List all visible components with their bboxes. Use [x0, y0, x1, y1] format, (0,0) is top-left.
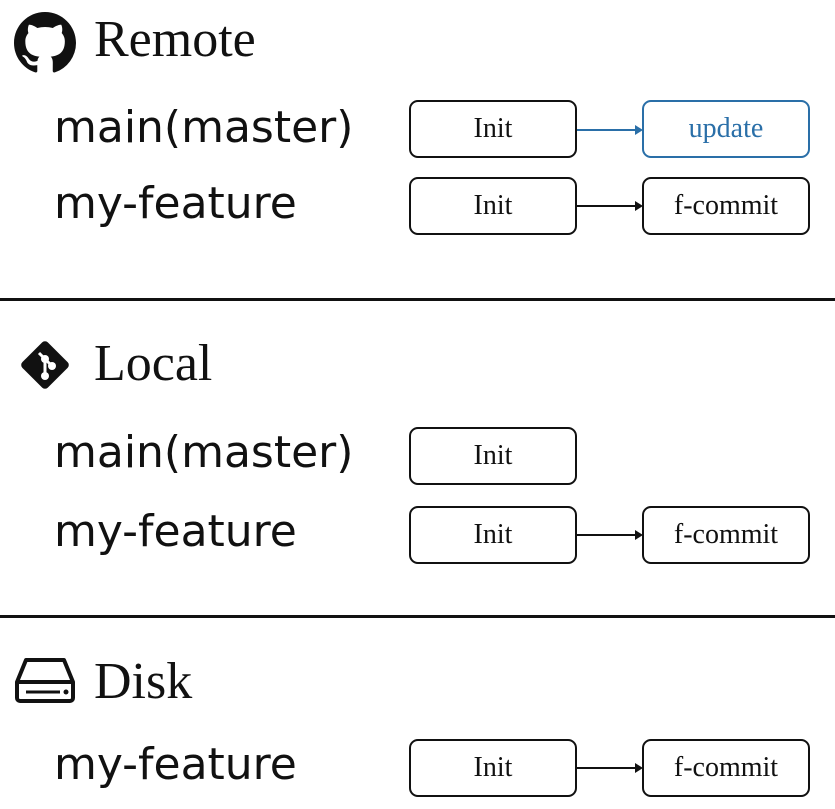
remote-feature-arrow: [577, 201, 643, 211]
local-title: Local: [94, 335, 213, 392]
remote-branch-main-label: main(master): [54, 102, 354, 153]
local-branch-feature-label: my-feature: [54, 506, 297, 557]
remote-main-arrow: [577, 125, 643, 135]
local-feature-commit-init: Init: [409, 506, 577, 564]
disk-branch-feature-label: my-feature: [54, 739, 297, 790]
local-feature-commit-f-commit: f-commit: [642, 506, 810, 564]
disk-feature-commit-f-commit: f-commit: [642, 739, 810, 797]
local-branch-main-label: main(master): [54, 427, 354, 478]
remote-feature-commit-f-commit: f-commit: [642, 177, 810, 235]
remote-title: Remote: [94, 11, 256, 68]
local-feature-arrow: [577, 530, 643, 540]
github-icon: [14, 12, 76, 79]
disk-title: Disk: [94, 653, 193, 710]
remote-feature-commit-init: Init: [409, 177, 577, 235]
disk-feature-arrow: [577, 763, 643, 773]
remote-main-commit-init: Init: [409, 100, 577, 158]
local-main-commit-init: Init: [409, 427, 577, 485]
section-divider-1: [0, 298, 835, 301]
git-icon: [14, 334, 76, 401]
hard-drive-icon: [14, 656, 76, 709]
remote-branch-feature-label: my-feature: [54, 178, 297, 229]
section-divider-2: [0, 615, 835, 618]
remote-main-commit-update: update: [642, 100, 810, 158]
disk-feature-commit-init: Init: [409, 739, 577, 797]
